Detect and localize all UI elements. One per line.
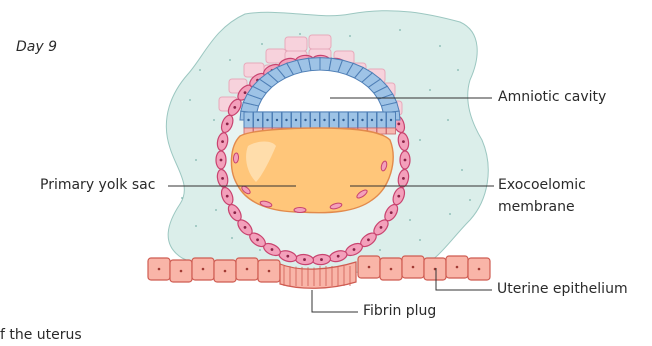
trophoblast-nucleus — [353, 248, 356, 251]
trophoblast-nucleus — [256, 238, 259, 241]
trophoblast-nucleus — [226, 195, 229, 198]
stroma-dot — [419, 139, 421, 141]
epiblast-nucleus — [323, 119, 325, 121]
epiblast-nucleus — [247, 119, 249, 121]
stroma-dot — [349, 35, 351, 37]
epithelium-nucleus — [390, 268, 393, 271]
epiblast-nucleus — [276, 119, 278, 121]
trophoblast-nucleus — [286, 255, 289, 258]
epiblast-nucleus — [304, 119, 306, 121]
hypoblast-cell — [387, 128, 396, 134]
epiblast-nucleus — [333, 119, 335, 121]
trophoblast-nucleus — [233, 211, 236, 214]
exocoelomic-cell — [294, 208, 306, 213]
stroma-dot — [259, 249, 261, 251]
stroma-dot — [439, 45, 441, 47]
epithelium-nucleus — [224, 270, 227, 273]
stroma-dot — [429, 89, 431, 91]
epiblast-nucleus — [266, 119, 268, 121]
stroma-dot — [229, 59, 231, 61]
stroma-dot — [399, 29, 401, 31]
trophoblast-nucleus — [397, 122, 400, 125]
trophoblast-nucleus — [244, 226, 247, 229]
stroma-dot — [181, 197, 183, 199]
stroma-dot — [189, 99, 191, 101]
trophoblast-nucleus — [404, 159, 407, 162]
trophoblast-nucleus — [320, 258, 323, 261]
epiblast-nucleus — [380, 119, 382, 121]
leader-fibrin-plug — [312, 290, 358, 312]
trophoblast-nucleus — [244, 91, 247, 94]
stroma-dot — [195, 225, 197, 227]
epiblast-nucleus — [390, 119, 392, 121]
epithelium-nucleus — [268, 270, 271, 273]
stroma-dot — [199, 69, 201, 71]
trophoblast-nucleus — [233, 106, 236, 109]
trophoblast-nucleus — [221, 140, 224, 143]
fibrin-plug-label: Fibrin plug — [363, 302, 436, 321]
exocoelomic-membrane-label-line1: Exocoelomic — [498, 176, 586, 195]
day-label: Day 9 — [16, 38, 57, 57]
trophoblast-nucleus — [367, 238, 370, 241]
syncytio-cell — [309, 35, 331, 49]
epiblast-nucleus — [342, 119, 344, 121]
stroma-dot — [215, 209, 217, 211]
stroma-dot — [469, 199, 471, 201]
syncytio-cell — [285, 37, 307, 51]
epithelium-nucleus — [368, 266, 371, 269]
epithelium-nucleus — [478, 268, 481, 271]
trophoblast-nucleus — [337, 255, 340, 258]
stroma-dot — [379, 249, 381, 251]
stroma-dot — [409, 219, 411, 221]
epithelium-nucleus — [180, 270, 183, 273]
epiblast-nucleus — [352, 119, 354, 121]
epithelium-nucleus — [412, 266, 415, 269]
trophoblast-nucleus — [226, 122, 229, 125]
exocoelomic-membrane-label-line2: membrane — [498, 198, 575, 217]
epithelium-nucleus — [202, 268, 205, 271]
trophoblast-nucleus — [220, 159, 223, 162]
stroma-dot — [449, 213, 451, 215]
uterus-partial-label: f the uterus — [0, 326, 82, 345]
stroma-dot — [213, 119, 215, 121]
primary-yolk-sac-label: Primary yolk sac — [40, 176, 155, 195]
stroma-dot — [195, 159, 197, 161]
trophoblast-nucleus — [303, 258, 306, 261]
amniotic-cavity-label: Amniotic cavity — [498, 88, 606, 107]
trophoblast-nucleus — [380, 226, 383, 229]
epiblast-nucleus — [257, 119, 259, 121]
epiblast-nucleus — [314, 119, 316, 121]
stroma-dot — [231, 237, 233, 239]
stroma-dot — [299, 33, 301, 35]
trophoblast-nucleus — [390, 211, 393, 214]
epiblast-nucleus — [361, 119, 363, 121]
stroma-dot — [461, 169, 463, 171]
exocoelomic-cell — [233, 153, 239, 163]
epiblast-nucleus — [295, 119, 297, 121]
stroma-dot — [419, 239, 421, 241]
epithelium-nucleus — [158, 268, 161, 271]
epithelium-nucleus — [456, 266, 459, 269]
epithelium-nucleus — [246, 268, 249, 271]
epiblast-cell — [309, 58, 320, 71]
trophoblast-nucleus — [271, 248, 274, 251]
epiblast-nucleus — [371, 119, 373, 121]
trophoblast-nucleus — [397, 195, 400, 198]
trophoblast-nucleus — [402, 140, 405, 143]
stroma-dot — [447, 119, 449, 121]
trophoblast-nucleus — [402, 177, 405, 180]
stroma-dot — [457, 69, 459, 71]
stroma-dot — [261, 43, 263, 45]
trophoblast-nucleus — [221, 177, 224, 180]
epiblast-nucleus — [285, 119, 287, 121]
uterine-epithelium-label: Uterine epithelium — [497, 280, 628, 299]
